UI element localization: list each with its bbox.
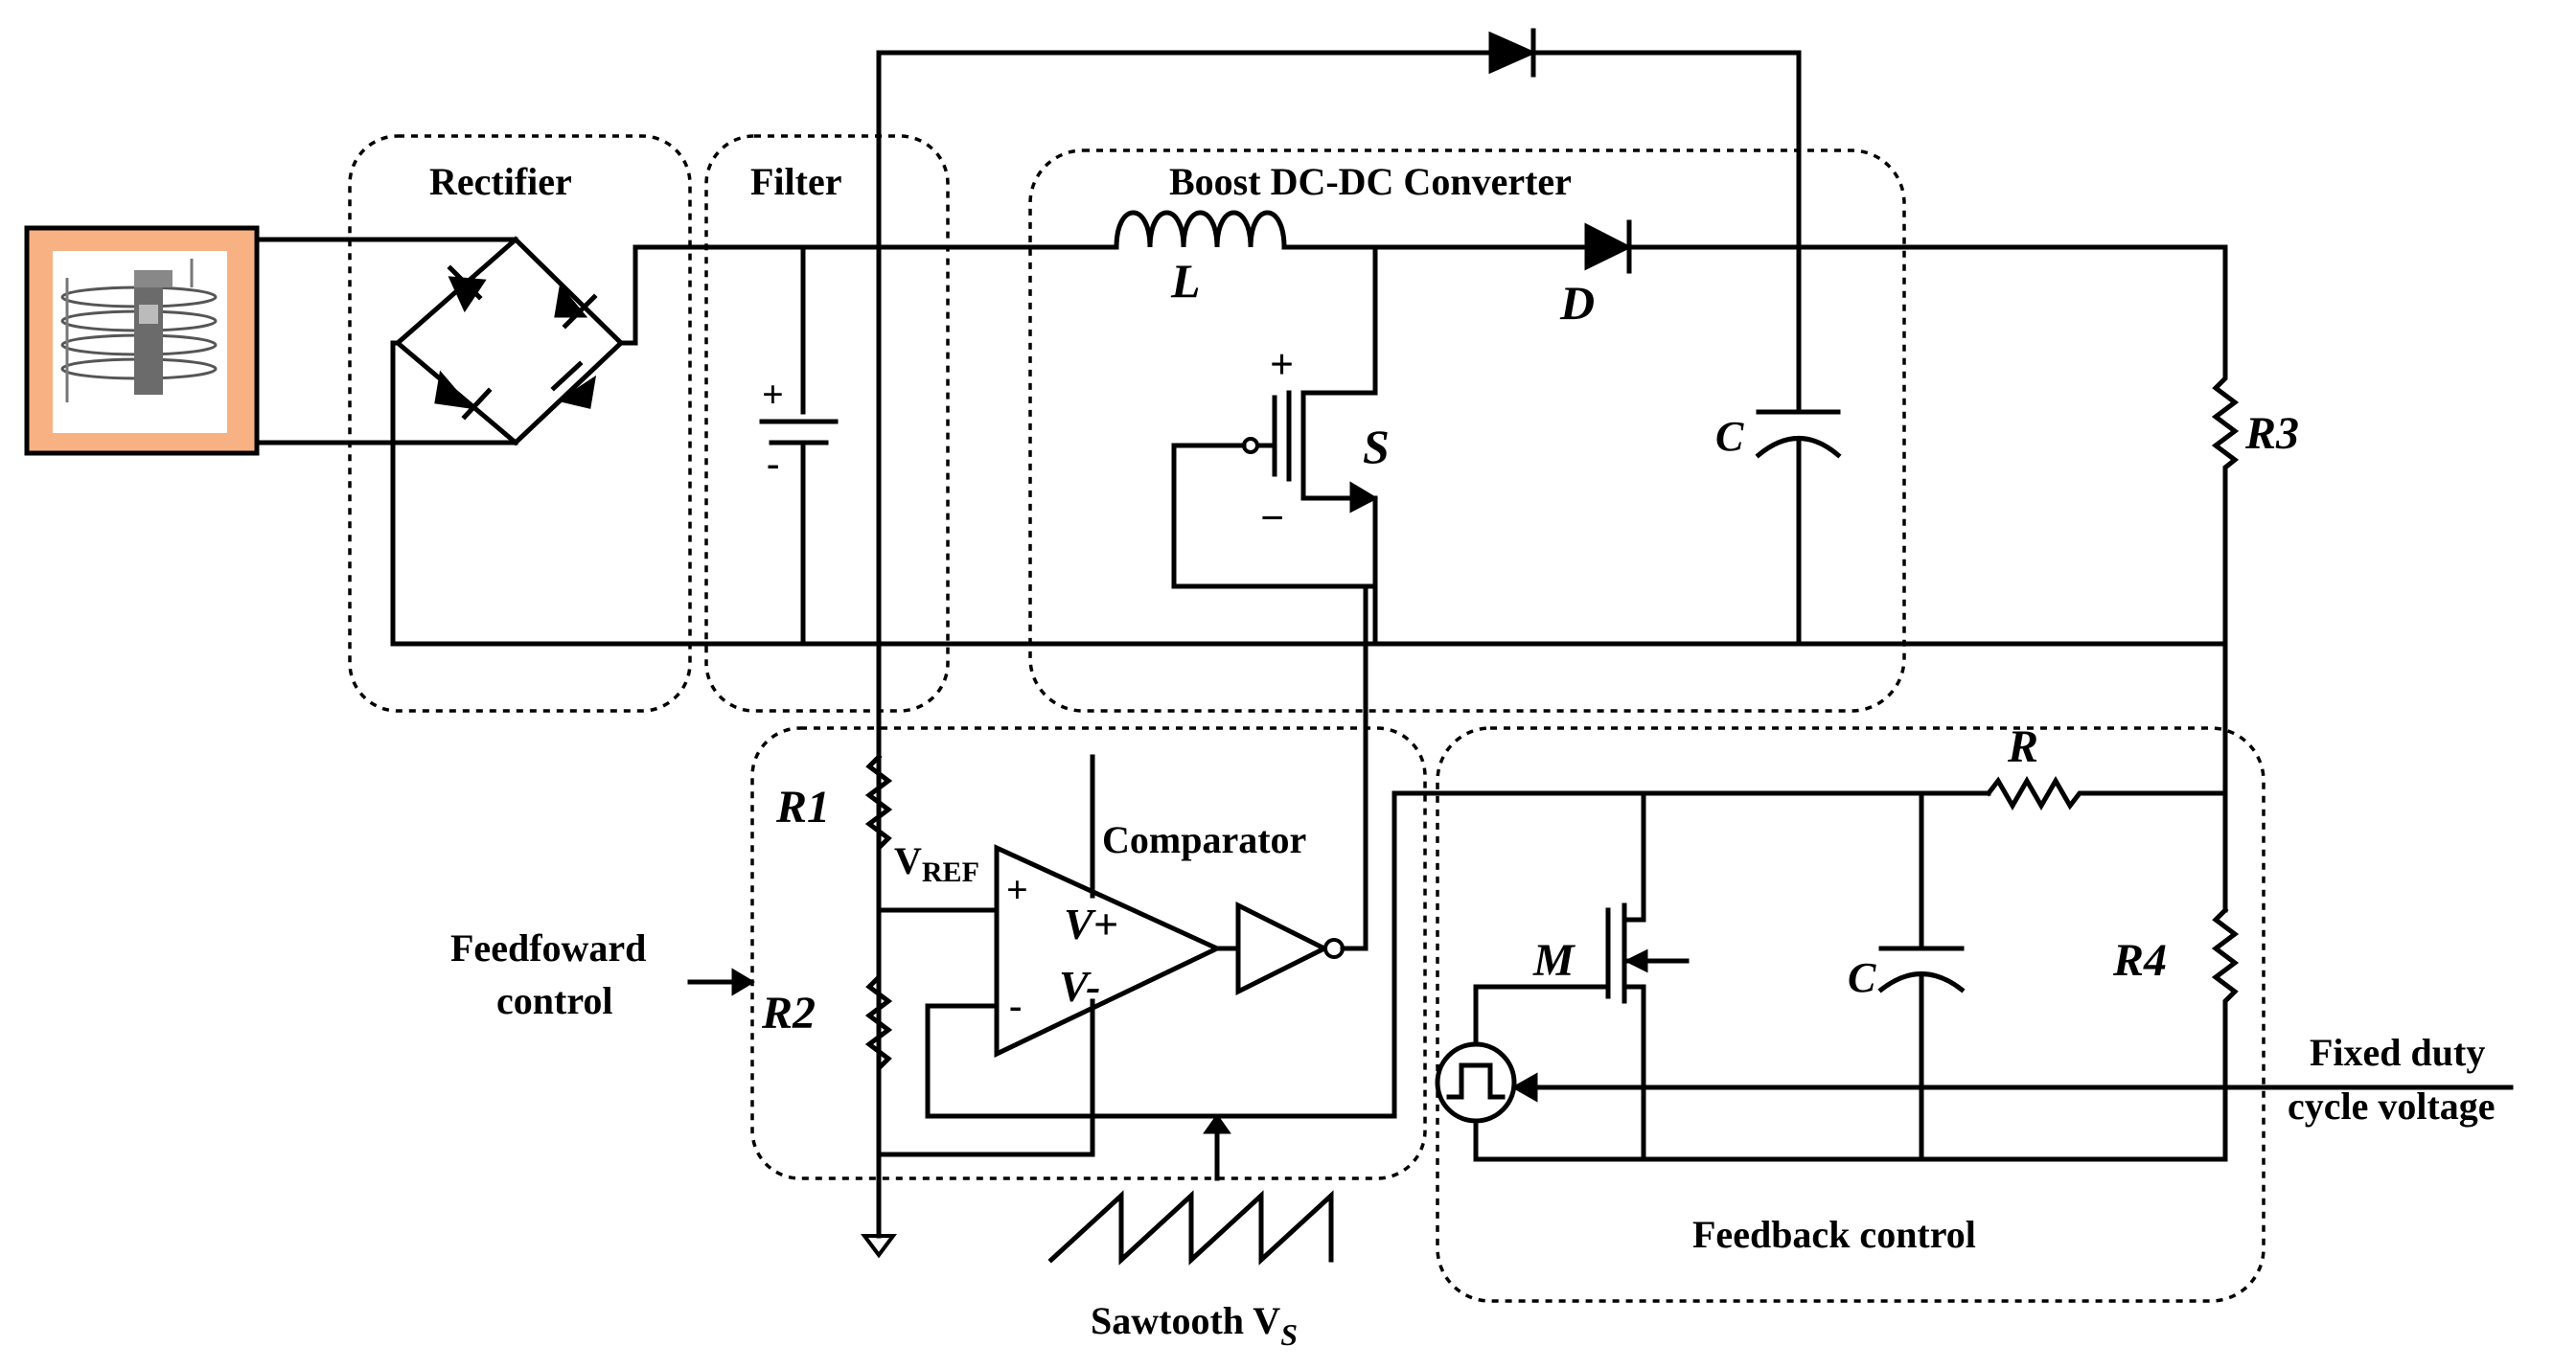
cap-feedback-label: C (1848, 954, 1876, 1001)
r4-label: R4 (2112, 935, 2167, 986)
opamp-plus: + (1006, 868, 1028, 911)
feedback-box (1436, 726, 2266, 1303)
batt-minus: - (767, 442, 779, 485)
inductor-label: L (1170, 254, 1201, 308)
resistor-R (1985, 775, 2228, 811)
pulse-source (1435, 1041, 2514, 1124)
batt-plus: + (762, 373, 784, 416)
dc-positive-wire (618, 244, 1119, 346)
vplus-label: V+ (1064, 900, 1118, 948)
feedforward-arrow-icon (687, 968, 755, 996)
fixed-duty-label-2: cycle voltage (2288, 1085, 2496, 1128)
resistor-R1 (864, 753, 893, 913)
resistor-R2 (864, 907, 893, 1157)
comparator-opamp (925, 754, 1440, 1157)
ground-symbol (861, 1234, 897, 1259)
fixed-duty-label-1: Fixed duty (2310, 1031, 2485, 1074)
return-wire (390, 340, 2226, 647)
boost-box (1028, 148, 1906, 713)
sawtooth-text: Sawtooth V (1091, 1299, 1280, 1342)
boost-capacitor (1755, 50, 1842, 647)
sawtooth-waveform (1047, 1113, 1334, 1266)
opamp-minus: - (1009, 984, 1022, 1027)
diode-label: D (1559, 276, 1595, 330)
switch-plus: + (1270, 341, 1294, 388)
sawtooth-sub: S (1280, 1317, 1298, 1352)
feedforward-label-2: control (496, 979, 612, 1022)
sawtooth-label: Sawtooth VS (1091, 1299, 1298, 1352)
boost-label: Boost DC-DC Converter (1169, 160, 1572, 203)
feedforward-label-1: Feedfoward (450, 926, 646, 970)
inverter-gate (1235, 583, 1368, 996)
switch-label: S (1363, 420, 1390, 473)
resistor-R3 (2211, 244, 2240, 647)
feedback-wiring (1435, 641, 2240, 1162)
filter-battery (759, 244, 839, 647)
vref-text: V (894, 839, 922, 882)
filter-box (704, 134, 950, 713)
vref-sub: REF (922, 856, 979, 888)
r3-label: R3 (2244, 408, 2299, 459)
r1-label: R1 (775, 782, 830, 833)
inductor-L (1114, 210, 1589, 250)
switch-S (1171, 244, 1379, 647)
boost-diode-D (1584, 219, 2228, 274)
filter-label: Filter (750, 160, 842, 203)
mosfet-M (1473, 790, 1690, 1162)
r-label: R (2007, 721, 2038, 772)
bridge-rectifier (254, 236, 625, 446)
r2-label: R2 (761, 988, 816, 1039)
vref-label: VREF (894, 839, 979, 888)
vminus-label: V- (1059, 962, 1100, 1011)
switch-minus: − (1260, 494, 1284, 541)
resistor-R4 (2211, 906, 2240, 1162)
cap-boost-label: C (1715, 413, 1744, 460)
feedback-label: Feedback control (1692, 1213, 1976, 1256)
coil-source-icon (24, 225, 260, 456)
rectifier-box (348, 134, 692, 713)
comparator-box (750, 726, 1427, 1180)
rectifier-label: Rectifier (429, 160, 572, 203)
mosfet-label: M (1532, 935, 1576, 986)
comparator-label: Comparator (1102, 818, 1306, 861)
